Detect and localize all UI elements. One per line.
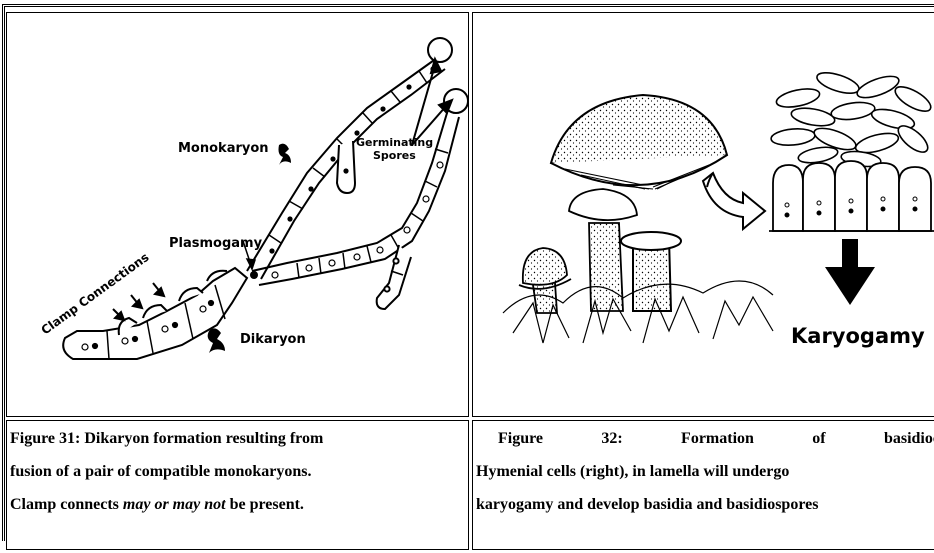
- hymenial-cells: [769, 161, 934, 231]
- monokaryon-b-branch: [377, 245, 411, 309]
- figure-32-image-cell: Karyogamy: [472, 12, 934, 417]
- caption-32-word: basidiocarp.: [884, 422, 934, 455]
- document-page: Monokaryon Germinating Spores Plasmogamy…: [0, 0, 934, 541]
- label-karyogamy: Karyogamy: [791, 324, 925, 348]
- caption-31-text-end: be present.: [226, 496, 304, 513]
- monokaryon-b-septa: [297, 149, 448, 278]
- figure-32-caption-cell: Figure 32: Formation of basidiocarp. Hym…: [472, 420, 934, 550]
- caption-31-line-1: Figure 31: Dikaryon formation resulting …: [10, 422, 466, 455]
- figure-31-caption: Figure 31: Dikaryon formation resulting …: [7, 421, 468, 521]
- spore-top: [428, 38, 452, 62]
- caption-32-word: Figure: [498, 422, 543, 455]
- caption-32-word: Formation: [681, 422, 754, 455]
- monokaryon-brace: [279, 144, 292, 165]
- caption-31-emphasis: may or may not: [123, 496, 226, 513]
- label-monokaryon: Monokaryon: [178, 141, 269, 156]
- caption-31-text: Clamp connects: [10, 496, 123, 513]
- monokaryon-branch: [337, 141, 355, 193]
- figure-table: Monokaryon Germinating Spores Plasmogamy…: [3, 9, 934, 553]
- middle-mushroom: [569, 189, 637, 311]
- label-plasmogamy: Plasmogamy: [169, 236, 263, 251]
- caption-32-line-3: karyogamy and develop basidia and basidi…: [476, 488, 934, 521]
- figure-31-image-cell: Monokaryon Germinating Spores Plasmogamy…: [6, 12, 469, 417]
- caption-31-line-2: fusion of a pair of compatible monokaryo…: [10, 455, 466, 488]
- dikaryon-brace: [208, 328, 225, 353]
- figure-32-caption: Figure 32: Formation of basidiocarp. Hym…: [473, 421, 934, 521]
- caption-32-line-1: Figure 32: Formation of basidiocarp.: [476, 422, 934, 455]
- curved-arrow: [703, 173, 765, 229]
- caption-32-word: of: [812, 422, 825, 455]
- figure-31-caption-cell: Figure 31: Dikaryon formation resulting …: [6, 420, 469, 550]
- label-germinating: Germinating: [356, 136, 433, 149]
- label-spores: Spores: [373, 149, 416, 162]
- figure-32-illustration: Karyogamy: [473, 13, 934, 416]
- karyogamy-arrow: [825, 239, 875, 305]
- caption-31-line-3: Clamp connects may or may not be present…: [10, 488, 466, 521]
- label-dikaryon: Dikaryon: [240, 332, 306, 347]
- basidiospores: [770, 69, 934, 169]
- clamp-arrows: [113, 283, 164, 320]
- plasmogamy-nucleus: [250, 271, 258, 279]
- caption-32-word: 32:: [601, 422, 622, 455]
- figure-31-illustration: Monokaryon Germinating Spores Plasmogamy…: [7, 13, 469, 416]
- caption-32-line-2: Hymenial cells (right), in lamella will …: [476, 455, 934, 488]
